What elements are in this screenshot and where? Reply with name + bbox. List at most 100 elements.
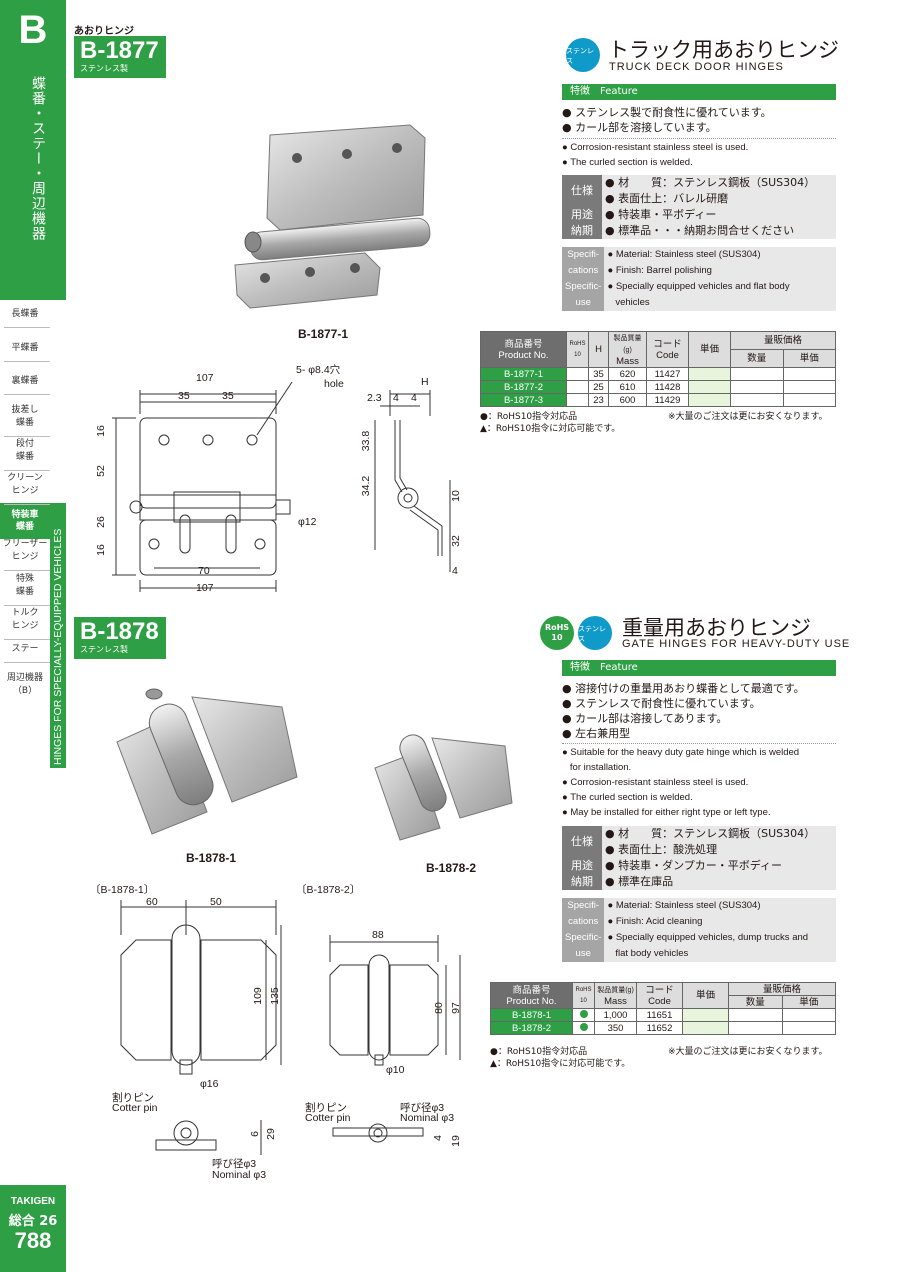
dim-label: 呼び径φ3 [212,1158,257,1170]
sidebar-item-label: ステー [11,644,39,654]
sidebar-item-label: 特殊 [15,574,34,584]
dim-label: 35 [222,390,234,402]
feature-item: ● 左右兼用型 [562,727,631,740]
sidebar-item-label: 長蝶番 [11,309,39,319]
product-title-en: GATE HINGES FOR HEAVY-DUTY USE [622,638,851,650]
dim-label: 2.3 [367,392,382,404]
model-code: B-1877 [80,37,159,64]
sidebar-item-label: 特装車 [11,510,39,520]
feature-item: ● Suitable for the heavy duty gate hinge… [562,747,800,758]
spec-value: ● Finish: Acid cleaning [604,914,836,930]
feature-bar: 特徴 Feature [562,660,836,676]
section-title: 蝶番・ステー・周辺機器 [30,76,46,241]
spec-key: Specifi- [562,898,605,914]
sidebar-item[interactable]: ステー [0,643,50,656]
dim-label: 19 [449,1135,462,1147]
feature-item: ● カール部を溶接しています。 [562,121,717,134]
model-code: B-1878 [80,618,159,645]
dim-label: 52 [94,465,107,477]
sidebar-item-label: ヒンジ [11,486,39,496]
sidebar-item-label: クリーン [7,473,43,483]
sidebar-item-label: フリーザー [2,539,48,549]
spec-value: ● 材 質：ステンレス鋼板（SUS304） [602,826,836,842]
sidebar-divider [4,436,50,437]
dim-label: Nominal φ3 [212,1169,267,1181]
sidebar-item-label: ヒンジ [11,621,39,631]
sidebar-item[interactable]: 周辺機器 （B） [0,672,50,698]
note: ▲：RoHS10指令に対応可能です。 [490,1059,631,1069]
sidebar-divider [4,361,50,362]
spec-value: ● 表面仕上：バレル研磨 [602,191,836,207]
dim-label: 10 [449,490,462,502]
badge-label: ステンレス [578,625,606,643]
dim-label: 33.8 [360,430,373,452]
spec-table-en: Specifi-● Material: Stainless steel (SUS… [562,898,836,962]
badge-label: ステンレス [566,47,594,65]
dim-label: 135 [268,987,281,1005]
feature-item: ● ステンレスで耐食性に優れています。 [562,697,761,710]
rohs-dot [579,1022,588,1031]
sidebar-item[interactable]: 平蝶番 [0,342,50,355]
sidebar-divider [4,394,50,395]
sidebar-item-label: 蝶番 [15,418,34,428]
product-title-en: TRUCK DECK DOOR HINGES [609,61,784,73]
spec-key: cations [562,914,605,930]
dim-label: 88 [372,929,384,941]
dim-label: φ16 [200,1078,219,1090]
sidebar-item-label: 周辺機器 [6,673,43,683]
sidebar-divider [4,639,50,640]
spec-key: use [562,295,605,311]
spec-value: ● 特装車・ダンプカー・平ボディー [602,858,836,874]
sidebar-item[interactable]: クリーンヒンジ [0,472,50,498]
sidebar-footer [0,1185,66,1272]
sidebar-divider [4,570,50,571]
sidebar-item-active[interactable]: 特装車 蝶番 [0,503,50,539]
col-header: RoHS 10 [572,982,595,1009]
sidebar-item[interactable]: 特殊蝶番 [0,573,50,599]
feature-item: ● ステンレス製で耐食性に優れています。 [562,106,772,119]
sidebar-item[interactable]: 長蝶番 [0,308,50,321]
sidebar-divider [4,662,50,663]
dim-label: hole [324,378,344,390]
spec-value: vehicles [604,295,836,311]
sidebar-item[interactable]: 裏蝶番 [0,375,50,388]
table-row: B-1878-1 1,000 11651 [490,1008,836,1022]
drawing-1877-side [374,390,451,572]
spec-key: 仕様 [562,175,602,207]
sidebar-header [0,0,66,300]
col-header: 単価 [688,331,731,368]
sidebar-item[interactable]: 段付蝶番 [0,438,50,464]
col-header: 数量 [730,349,784,368]
feature-item: ● Corrosion-resistant stainless steel is… [562,777,749,788]
dim-label: Cotter pin [305,1112,351,1124]
photo-label: B-1878-2 [426,861,477,875]
feature-item: ● The curled section is welded. [562,157,693,168]
dim-label: 29 [264,1128,277,1140]
rohs-dot [579,1009,588,1018]
sidebar-item[interactable]: フリーザーヒンジ [0,538,50,564]
dim-label: 70 [198,565,210,577]
note: ※大量のご注文は更にお安くなります。 [668,1047,828,1057]
hinge-photo-1878-1 [116,688,298,835]
sidebar-item-label: （B） [12,686,38,696]
spec-value: ● Specially equipped vehicles and flat b… [604,279,836,295]
sidebar-item[interactable]: トルクヒンジ [0,607,50,633]
dim-label: 6 [248,1131,261,1137]
sidebar-item-label: 平蝶番 [11,343,39,353]
hinge-photo-1877 [234,124,431,309]
sidebar-item[interactable]: 抜差し蝶番 [0,404,50,430]
dim-label: 35 [178,390,190,402]
col-header: 製品質量(g)Mass [608,331,647,368]
spec-value: ● Finish: Barrel polishing [604,263,836,279]
sidebar-item-label: トルク [11,608,39,618]
material-tag: ステンレス製 [80,645,128,654]
dim-label: 4 [452,565,458,577]
brand-name: TAKIGEN [10,1196,56,1207]
spec-key: Specifi- [562,247,605,263]
spec-value: ● Material: Stainless steel (SUS304) [604,898,836,914]
sidebar-strip-text: HINGES FOR SPECIALLY-EQUIPPED VEHICLES [52,528,64,765]
